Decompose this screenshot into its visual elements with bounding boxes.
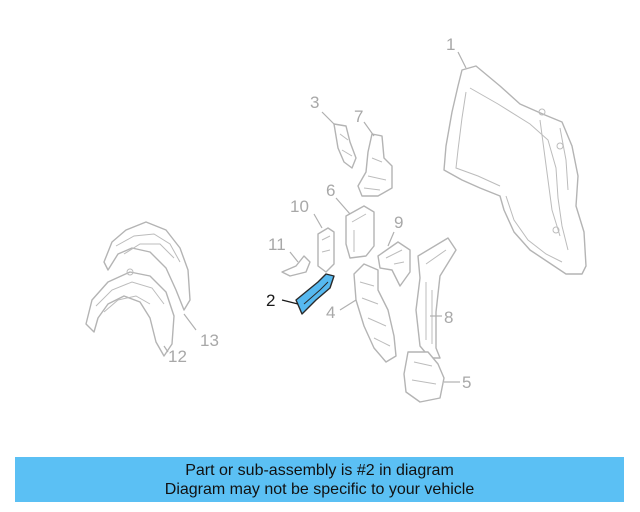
parts-diagram: 1 3 7 6 10 9 11 8 (85, 35, 587, 403)
leader-3 (321, 111, 335, 125)
part-11-clip[interactable] (281, 255, 311, 277)
callout-12: 12 (168, 347, 187, 366)
callout-7: 7 (354, 107, 363, 126)
leader-1 (457, 51, 467, 69)
part-4-inner-panel[interactable] (353, 263, 397, 363)
leader-2 (281, 299, 299, 305)
part-12-fender-liner[interactable] (85, 268, 175, 357)
callout-8: 8 (444, 308, 453, 327)
info-banner: Part or sub-assembly is #2 in diagram Di… (15, 457, 624, 502)
callout-10: 10 (290, 197, 309, 216)
part-9-bracket[interactable] (377, 241, 411, 287)
leader-6 (335, 197, 351, 215)
callout-6: 6 (326, 181, 335, 200)
part-2-highlighted[interactable] (295, 273, 335, 315)
leader-13 (183, 313, 197, 331)
callout-3: 3 (310, 93, 319, 112)
leader-12 (163, 345, 169, 353)
leader-11 (289, 251, 299, 263)
banner-line-1: Part or sub-assembly is #2 in diagram (185, 461, 454, 479)
part-10-bracket[interactable] (317, 227, 335, 273)
part-13-wheelhouse-liner[interactable] (103, 221, 191, 311)
banner-line-2: Diagram may not be specific to your vehi… (164, 480, 475, 498)
part-6-pillar-piece[interactable] (345, 205, 375, 259)
callout-11: 11 (268, 235, 286, 254)
callout-2: 2 (266, 291, 275, 310)
callout-1: 1 (446, 35, 455, 54)
part-5-lower-bracket[interactable] (403, 351, 445, 403)
callout-5: 5 (462, 373, 471, 392)
callout-4: 4 (326, 303, 335, 322)
part-7-reinforcement[interactable] (357, 133, 393, 197)
callout-9: 9 (394, 213, 403, 232)
leader-4 (339, 299, 357, 311)
callout-13: 13 (200, 331, 219, 350)
part-3-bracket[interactable] (333, 123, 357, 169)
part-8-pillar[interactable] (415, 237, 457, 359)
part-1-quarter-panel[interactable] (443, 65, 587, 275)
leader-10 (313, 213, 323, 229)
leader-7 (363, 121, 375, 137)
leader-9 (387, 231, 395, 247)
